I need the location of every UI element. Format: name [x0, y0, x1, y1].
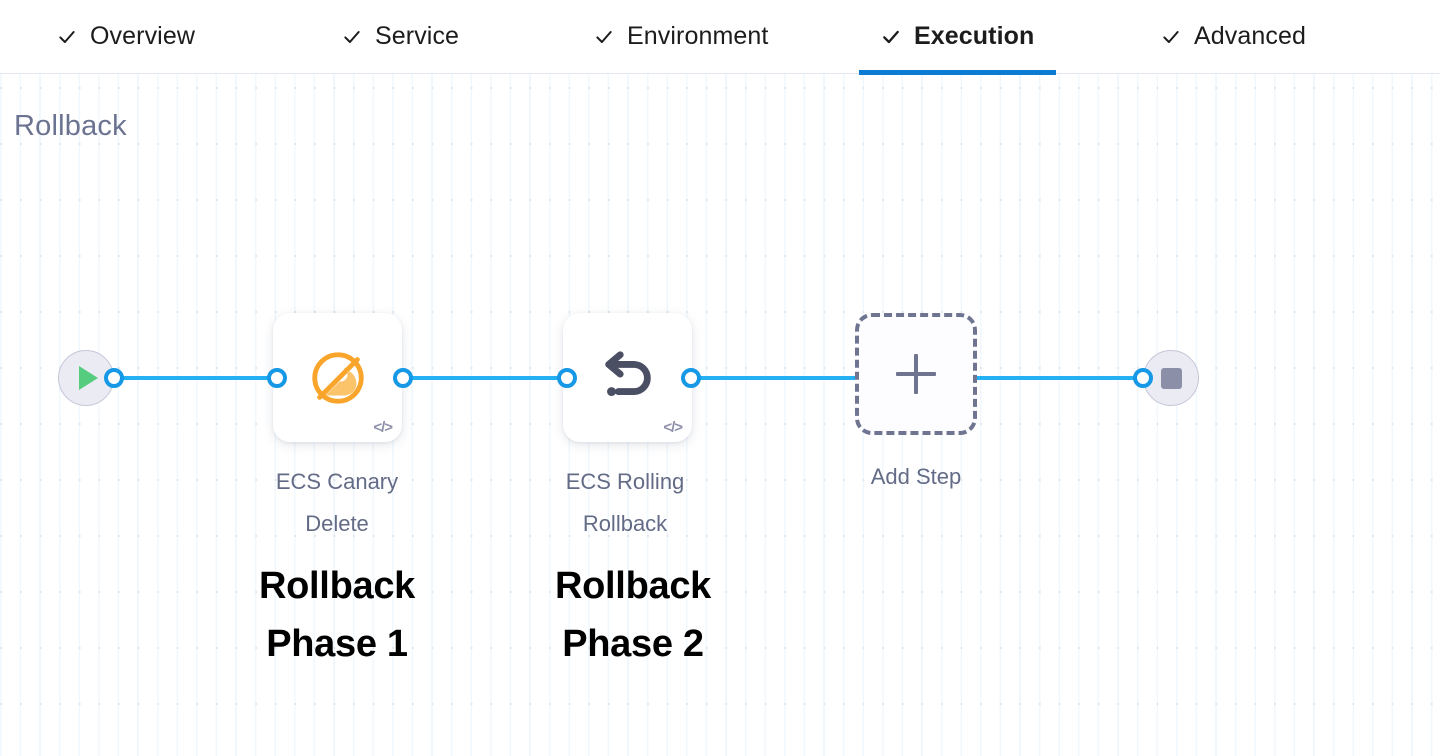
tab-service[interactable]: Service: [320, 0, 481, 74]
tab-execution[interactable]: Execution: [859, 0, 1057, 75]
check-icon: [881, 27, 901, 47]
edge-rolling-to-add: [684, 376, 868, 380]
tab-active-underline: [859, 69, 1057, 75]
code-icon[interactable]: </>: [663, 419, 683, 436]
tab-advanced[interactable]: Advanced: [1139, 0, 1328, 74]
canary-delete-icon: [307, 347, 369, 409]
play-icon: [79, 366, 98, 390]
tab-environment-label: Environment: [627, 22, 769, 50]
step-node-ecs-canary-delete[interactable]: </>: [273, 313, 402, 442]
tab-environment[interactable]: Environment: [572, 0, 790, 74]
add-step-button[interactable]: [855, 313, 977, 435]
edge-start-to-canary: [112, 376, 284, 380]
port-start-output[interactable]: [104, 368, 124, 388]
add-step-label[interactable]: Add Step: [870, 464, 962, 489]
rollback-arrow-icon: [595, 347, 661, 409]
wizard-tab-bar: Overview Service Environment Execution: [0, 0, 1440, 75]
rollback-phase-2-annotation: Rollback Phase 2: [555, 565, 711, 665]
step-label-ecs-rolling-rollback: ECS Rolling Rollback: [565, 469, 685, 536]
tab-overview[interactable]: Overview: [35, 0, 217, 74]
pipeline-end-node[interactable]: [1143, 350, 1199, 406]
code-icon[interactable]: </>: [373, 419, 393, 436]
tab-overview-label: Overview: [90, 22, 195, 50]
port-end-input[interactable]: [1133, 368, 1153, 388]
plus-icon-vertical: [914, 354, 918, 394]
port-canary-output[interactable]: [393, 368, 413, 388]
tab-service-label: Service: [375, 22, 460, 50]
stop-icon: [1160, 367, 1182, 389]
tab-underline: [1139, 70, 1328, 75]
port-rolling-input[interactable]: [557, 368, 577, 388]
step-node-ecs-rolling-rollback[interactable]: </>: [563, 313, 692, 442]
check-icon: [594, 27, 614, 47]
tab-underline: [320, 70, 481, 75]
tab-execution-label: Execution: [914, 22, 1035, 50]
port-canary-input[interactable]: [267, 368, 287, 388]
pipeline-canvas[interactable]: Rollback </>: [0, 74, 1440, 756]
check-icon: [1161, 27, 1181, 47]
tab-advanced-label: Advanced: [1194, 22, 1306, 50]
rollback-phase-1-annotation: Rollback Phase 1: [259, 565, 415, 665]
tab-underline: [572, 70, 790, 75]
rollback-pipeline-graph: </> </>: [0, 74, 1440, 756]
check-icon: [342, 27, 362, 47]
port-rolling-output[interactable]: [681, 368, 701, 388]
check-icon: [57, 27, 77, 47]
tab-underline: [35, 70, 217, 75]
section-title-rollback: Rollback: [14, 110, 127, 142]
edge-canary-to-rolling: [395, 376, 573, 380]
step-label-ecs-canary-delete: ECS Canary Delete: [275, 469, 399, 536]
edge-add-to-end: [964, 376, 1148, 380]
